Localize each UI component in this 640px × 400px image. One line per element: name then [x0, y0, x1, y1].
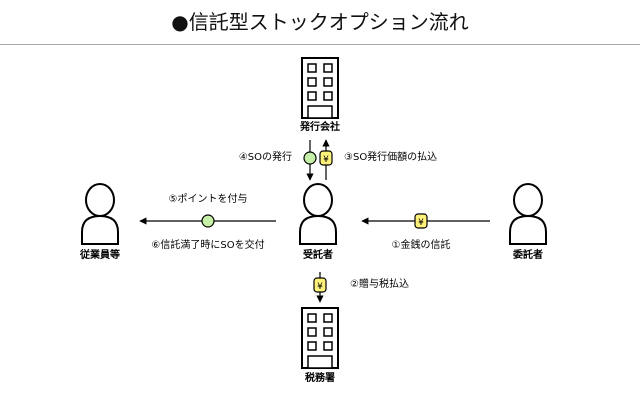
gift-tax-yen-icon — [313, 277, 327, 293]
issuer-label: 発行会社 — [300, 122, 340, 133]
money-trust-yen-icon — [414, 213, 428, 229]
gift-tax-yen-glyph: ¥ — [317, 282, 323, 292]
tax-office-building-icon — [301, 307, 339, 369]
title-divider — [0, 44, 640, 45]
money-trust-yen-glyph: ¥ — [418, 218, 424, 228]
issuer-building-icon — [301, 57, 339, 119]
so-price-label: ③SO発行価額の払込 — [344, 152, 438, 163]
trustee-label: 受託者 — [303, 250, 333, 261]
points-coin-icon — [201, 214, 215, 228]
settlor-label: 委託者 — [513, 250, 543, 261]
money-trust-label: ①金銭の信託 — [391, 240, 451, 251]
so-delivery-label: ⑥信託満了時にSOを交付 — [151, 240, 265, 251]
so-price-yen-icon — [319, 150, 333, 166]
points-label: ⑤ポイントを付与 — [168, 194, 248, 205]
so-issue-label: ④SOの発行 — [238, 152, 292, 163]
employees-label: 従業員等 — [80, 250, 120, 261]
employees-person-icon — [81, 183, 119, 245]
gift-tax-label: ②贈与税払込 — [350, 279, 409, 290]
settlor-person-icon — [509, 183, 547, 245]
so-price-yen-glyph: ¥ — [323, 155, 329, 165]
trustee-person-icon — [299, 183, 337, 245]
tax-office-label: 税務署 — [305, 373, 335, 384]
so-issue-coin-icon — [303, 151, 317, 165]
page-title: ●信託型ストックオプション流れ — [171, 10, 469, 34]
